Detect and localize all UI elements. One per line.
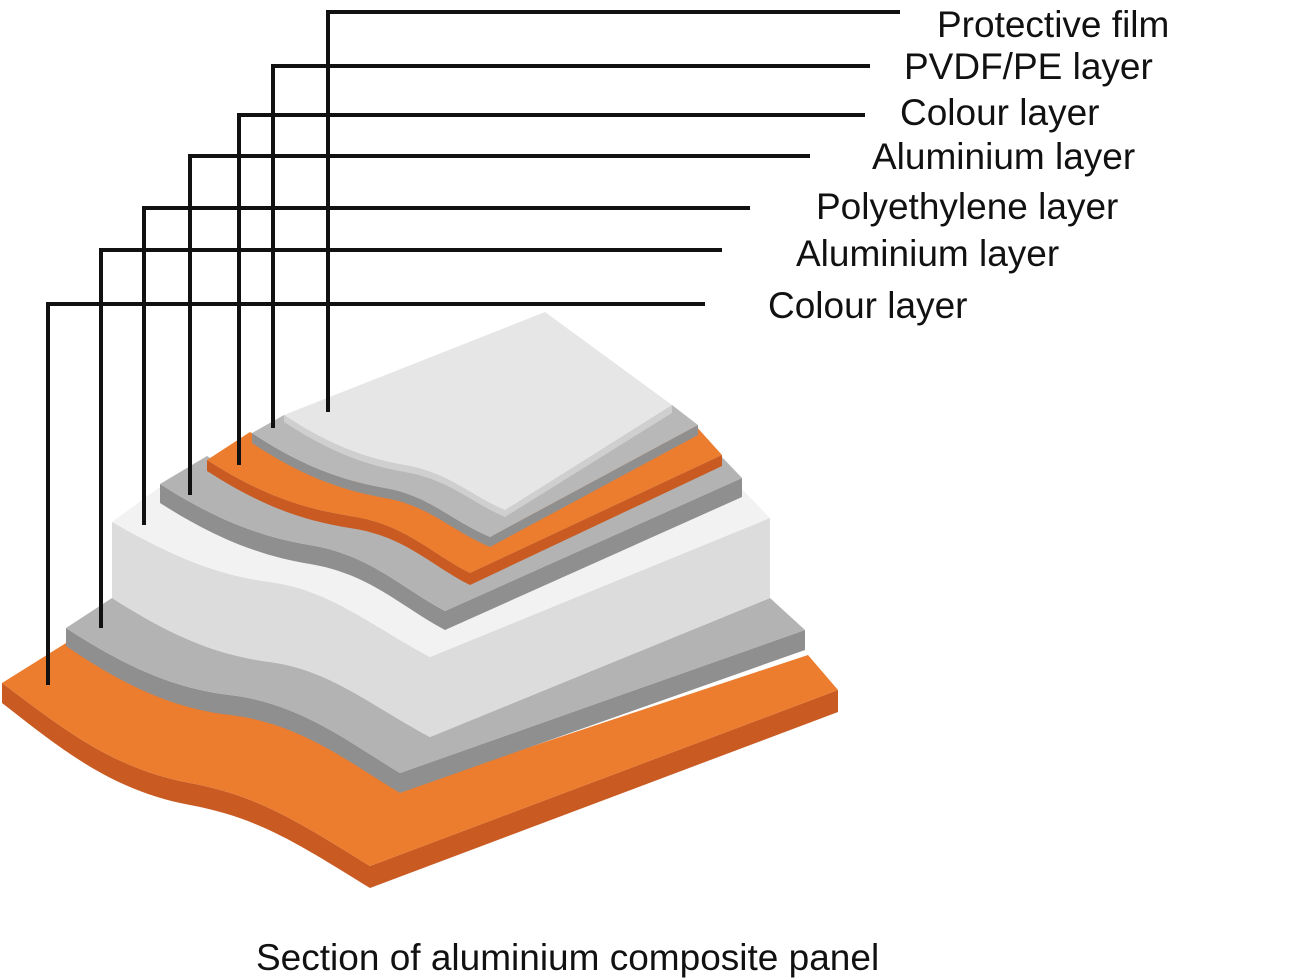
top-aluminium-layer-edge xyxy=(160,478,742,630)
protective-film-shape xyxy=(284,312,672,517)
label-colour-layer-bottom: Colour layer xyxy=(768,285,968,326)
bottom-aluminium-layer-top xyxy=(66,598,805,773)
protective-film-edge xyxy=(284,405,672,517)
leader-line-protective-film xyxy=(326,10,900,412)
bottom-aluminium-layer xyxy=(66,598,805,793)
label-aluminium-layer-top: Aluminium layer xyxy=(872,136,1136,177)
leader-line-polyethylene-layer xyxy=(142,206,750,525)
label-polyethylene-layer: Polyethylene layer xyxy=(816,186,1119,227)
protective-film-top xyxy=(284,312,672,510)
leader-line-colour-layer-bottom xyxy=(46,302,705,685)
leader-line-pvdf-pe-layer xyxy=(271,64,870,428)
leader-line-colour-layer-top xyxy=(237,113,865,465)
label-aluminium-layer-bottom: Aluminium layer xyxy=(796,233,1060,274)
leader-lines xyxy=(46,10,900,685)
polyethylene-core-layer-front xyxy=(112,518,770,737)
bottom-colour-layer-top xyxy=(2,643,838,866)
label-protective-film: Protective film xyxy=(937,4,1170,45)
label-pvdf-pe-layer: PVDF/PE layer xyxy=(904,46,1153,87)
bottom-colour-layer xyxy=(2,643,838,888)
label-colour-layer-top: Colour layer xyxy=(900,92,1100,133)
bottom-aluminium-layer-edge xyxy=(66,628,805,793)
bottom-colour-layer-edge xyxy=(2,683,838,888)
diagram-caption: Section of aluminium composite panel xyxy=(256,937,880,978)
leader-line-aluminium-layer-top xyxy=(188,154,810,495)
pvdf-pe-layer-edge xyxy=(252,425,698,547)
leader-line-aluminium-layer-bottom xyxy=(99,248,722,628)
